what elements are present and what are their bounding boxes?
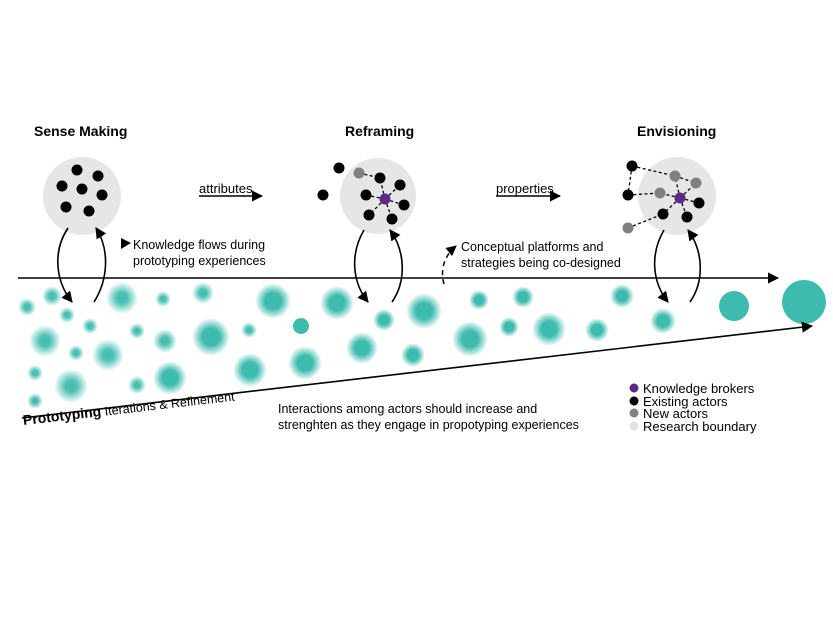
existing-actor bbox=[317, 189, 329, 201]
legend-label-new-actors: New actors bbox=[643, 406, 709, 421]
legend-swatch-new-actors bbox=[629, 408, 639, 418]
existing-actor bbox=[398, 199, 410, 211]
envisioning-cluster bbox=[622, 157, 716, 235]
flow-down-arrow bbox=[57, 227, 73, 303]
new-actor bbox=[669, 170, 681, 182]
bubble bbox=[153, 361, 187, 395]
knowledge-broker bbox=[674, 192, 686, 204]
existing-actor bbox=[360, 189, 372, 201]
flow-down-arrow bbox=[653, 229, 669, 303]
bubble bbox=[512, 286, 534, 308]
existing-actor bbox=[71, 164, 83, 176]
existing-actor bbox=[693, 197, 705, 209]
bubble bbox=[68, 345, 84, 361]
bubble bbox=[241, 322, 257, 338]
knowledge-broker bbox=[379, 193, 391, 205]
existing-actor bbox=[394, 179, 406, 191]
bubble bbox=[346, 332, 378, 364]
flow-up-arrow bbox=[93, 227, 107, 303]
bubble-field bbox=[18, 280, 826, 409]
existing-actor bbox=[92, 170, 104, 182]
bubble bbox=[192, 282, 214, 304]
bubble bbox=[42, 286, 62, 306]
bubble bbox=[782, 280, 826, 324]
stage-title-envisioning: Envisioning bbox=[637, 123, 717, 139]
existing-actor bbox=[363, 209, 375, 221]
interactions-note: Interactions among actors should increas… bbox=[278, 402, 579, 432]
bubble bbox=[288, 346, 322, 380]
conceptual-platforms-note: Conceptual platforms and strategies bein… bbox=[461, 240, 621, 270]
existing-actor bbox=[56, 180, 68, 192]
research-boundary bbox=[340, 158, 416, 234]
bubble bbox=[499, 317, 519, 337]
stage-title-reframing: Reframing bbox=[345, 123, 415, 139]
existing-actor bbox=[681, 211, 693, 223]
legend-label-knowledge-brokers: Knowledge brokers bbox=[643, 381, 755, 396]
existing-actor bbox=[622, 189, 634, 201]
flow-down-arrow bbox=[353, 229, 369, 303]
existing-actor bbox=[83, 205, 95, 217]
existing-actor bbox=[386, 213, 398, 225]
legend-swatch-knowledge-brokers bbox=[629, 383, 639, 393]
reframing-cluster bbox=[317, 158, 416, 234]
bubble bbox=[293, 318, 309, 334]
transition-label-properties: properties bbox=[496, 181, 554, 196]
bubble bbox=[719, 291, 749, 321]
bubble bbox=[92, 339, 124, 371]
legend-swatch-existing-actors bbox=[629, 396, 639, 406]
bubble bbox=[155, 291, 171, 307]
bubble bbox=[192, 318, 230, 356]
bubble bbox=[650, 308, 676, 334]
new-actor bbox=[353, 167, 365, 179]
existing-actor bbox=[374, 172, 386, 184]
bubble bbox=[59, 307, 75, 323]
legend-label-research-boundary: Research boundary bbox=[643, 419, 757, 434]
prototyping-arrow bbox=[21, 321, 814, 419]
bubble bbox=[610, 284, 634, 308]
flow-up-arrow bbox=[389, 229, 404, 303]
new-actor bbox=[654, 187, 666, 199]
bubble bbox=[585, 318, 609, 342]
bubble bbox=[106, 282, 138, 314]
bubble bbox=[54, 369, 88, 403]
bubble bbox=[129, 323, 145, 339]
bubble bbox=[532, 312, 566, 346]
bubble bbox=[452, 321, 488, 357]
bubble bbox=[320, 286, 354, 320]
bubble bbox=[233, 353, 267, 387]
legend-label-existing-actors: Existing actors bbox=[643, 394, 728, 409]
bubble bbox=[27, 393, 43, 409]
bubble bbox=[401, 343, 425, 367]
transition-label-attributes: attributes bbox=[199, 181, 253, 196]
bubble bbox=[153, 329, 177, 353]
bubble bbox=[29, 325, 61, 357]
stage-title-sense-making: Sense Making bbox=[34, 123, 128, 139]
bubble bbox=[18, 298, 36, 316]
existing-actor bbox=[657, 208, 669, 220]
flow-up-arrow bbox=[687, 229, 702, 303]
bubble bbox=[82, 318, 98, 334]
bubble bbox=[406, 293, 442, 329]
knowledge-flows-note: Knowledge flows during prototyping exper… bbox=[133, 238, 266, 268]
bubble bbox=[27, 365, 43, 381]
new-actor bbox=[690, 177, 702, 189]
sense-making-cluster bbox=[43, 157, 121, 235]
bubble bbox=[373, 309, 395, 331]
dashed-curve-arrow bbox=[441, 245, 457, 285]
bubble bbox=[469, 290, 489, 310]
bubble bbox=[128, 376, 146, 394]
existing-actor bbox=[626, 160, 638, 172]
existing-actor bbox=[76, 183, 88, 195]
existing-actor bbox=[60, 201, 72, 213]
pointer-triangle-icon bbox=[121, 238, 131, 249]
existing-actor bbox=[333, 162, 345, 174]
legend-swatch-research-boundary bbox=[629, 421, 639, 431]
bubble bbox=[255, 283, 291, 319]
new-actor bbox=[622, 222, 634, 234]
existing-actor bbox=[96, 189, 108, 201]
